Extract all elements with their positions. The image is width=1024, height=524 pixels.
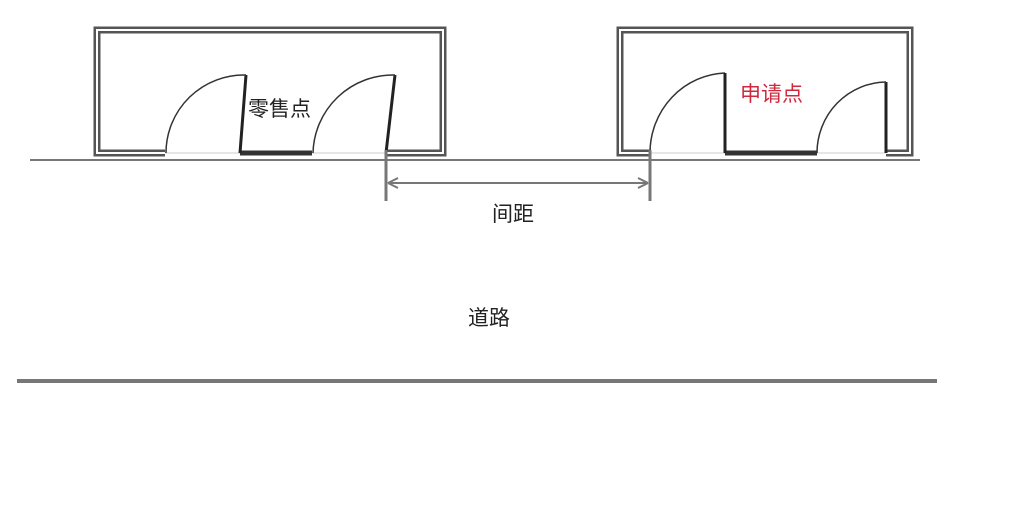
distance-dimension <box>384 150 652 201</box>
road-label: 道路 <box>468 306 510 330</box>
door-icon <box>649 72 727 154</box>
door-icon <box>165 74 248 154</box>
retail-building <box>93 26 447 157</box>
applicant-building <box>616 26 914 157</box>
door-icon <box>816 81 888 154</box>
applicant-label: 申请点 <box>740 82 803 106</box>
door-icon <box>312 74 397 154</box>
distance-label: 间距 <box>492 202 534 226</box>
retail-label: 零售点 <box>248 97 311 121</box>
